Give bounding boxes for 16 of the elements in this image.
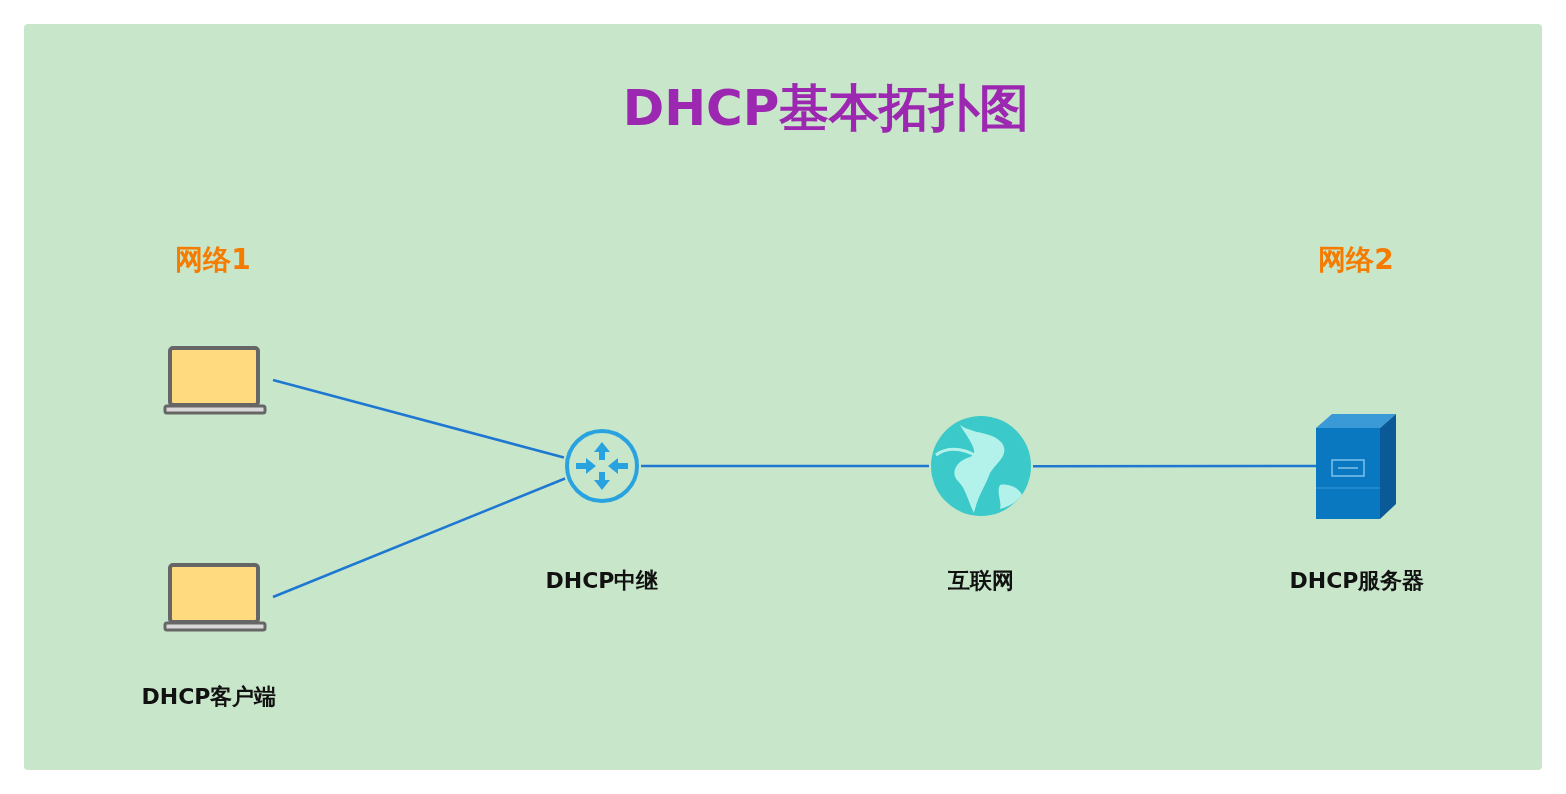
caption-label: DHCP服务器 — [1289, 567, 1425, 595]
connector-line — [272, 378, 565, 459]
laptop-icon — [163, 562, 267, 632]
network-label: 网络1 — [175, 242, 251, 278]
connector-line — [1033, 464, 1316, 468]
caption-label: DHCP中继 — [545, 567, 659, 595]
diagram-title: DHCP基本拓扑图 — [622, 77, 1030, 139]
caption-label: DHCP客户端 — [141, 683, 277, 711]
globe-icon — [930, 415, 1032, 517]
caption-label: 互联网 — [948, 567, 1014, 595]
router-icon — [564, 428, 640, 504]
connector-line — [272, 477, 566, 599]
network-label: 网络2 — [1318, 242, 1394, 278]
laptop-icon — [163, 345, 267, 415]
server-icon — [1314, 412, 1398, 522]
connector-line — [641, 464, 929, 468]
